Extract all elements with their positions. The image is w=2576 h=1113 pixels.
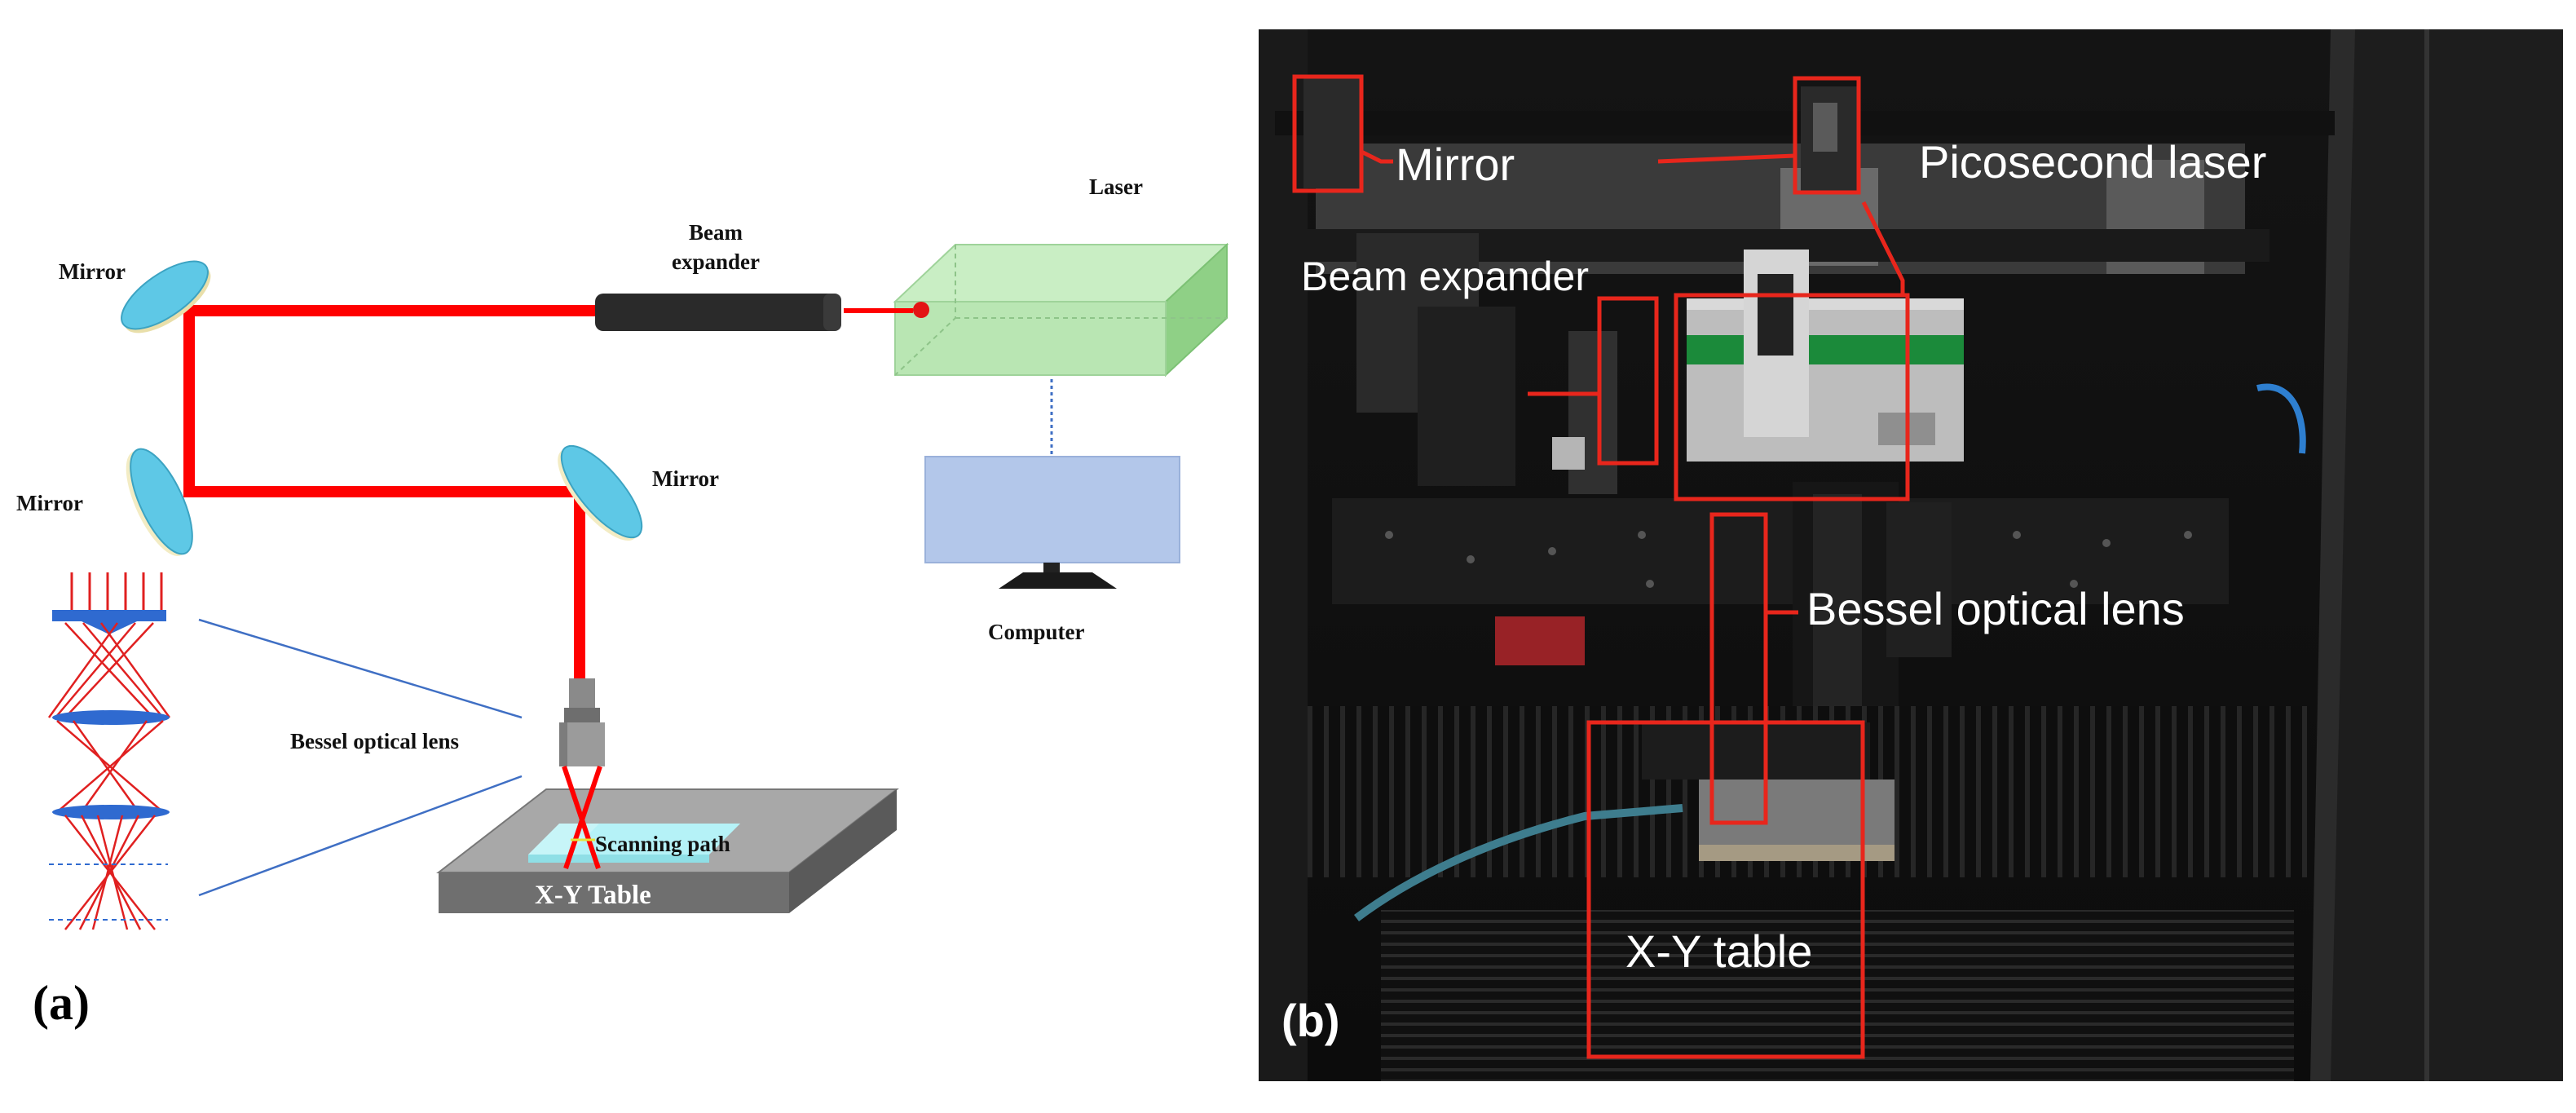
mirror-right — [558, 444, 643, 541]
panel-label-a: (a) — [33, 976, 90, 1030]
schematic-svg: Mirror Mirror Mirror Beam expander Laser… — [16, 174, 1229, 1030]
lens-disk-1 — [52, 710, 170, 725]
axicon-element — [52, 610, 166, 621]
laser-box — [893, 242, 1229, 378]
label-mirror-top-left: Mirror — [59, 259, 126, 284]
label-xy-table: X-Y Table — [535, 881, 651, 910]
panel-label-b: (b) — [1281, 995, 1340, 1046]
callout-box-mirror-left — [1292, 74, 1364, 193]
computer-icon — [924, 456, 1180, 589]
photo-label-xy-table: X-Y table — [1625, 925, 1812, 977]
photo-label-mirror: Mirror — [1396, 139, 1515, 190]
laser-beam-path — [183, 305, 913, 681]
callout-boxes — [1292, 74, 1910, 1059]
mirror-mount-left — [1303, 78, 1361, 188]
photo-panel: Mirror Picosecond laser Beam expander Be… — [1259, 29, 2563, 1081]
photo-label-bessel-lens: Bessel optical lens — [1806, 583, 2185, 634]
focused-beam — [562, 766, 602, 869]
callout-leaders — [1360, 149, 1905, 615]
label-mirror-right: Mirror — [652, 466, 719, 491]
mirror-top-left — [121, 260, 211, 333]
beam-expander — [595, 294, 841, 331]
blue-cable — [1354, 804, 1683, 922]
label-laser: Laser — [1089, 174, 1143, 199]
label-scanning-path: Scanning path — [595, 832, 730, 856]
callout-box-bessel-lens — [1709, 512, 1768, 825]
callout-box-picosecond-laser — [1674, 293, 1910, 501]
callout-box-mirror-right — [1793, 76, 1861, 195]
photo-svg: Mirror Picosecond laser Beam expander Be… — [1259, 29, 2563, 1081]
middle-plate — [1332, 498, 2229, 604]
label-computer: Computer — [988, 620, 1084, 644]
bellows-cover-lower — [1381, 910, 2294, 1081]
callout-box-xy-table — [1586, 720, 1865, 1059]
label-bessel-lens: Bessel optical lens — [290, 729, 459, 753]
beam-expander-unit — [1356, 233, 1617, 494]
mirror-mid-left — [126, 448, 193, 556]
photo-label-picosecond-laser: Picosecond laser — [1919, 136, 2266, 188]
label-beam-expander-line1: Beam — [689, 220, 743, 245]
laser-output-dot — [913, 302, 929, 318]
zoom-callout-lines — [198, 618, 523, 897]
photo-label-beam-expander: Beam expander — [1301, 254, 1589, 299]
callout-box-beam-expander — [1597, 296, 1659, 466]
schematic-panel: Mirror Mirror Mirror Beam expander Laser… — [0, 0, 1255, 1109]
xy-table — [436, 788, 899, 913]
cabinet-door — [2327, 29, 2563, 1081]
bessel-ray-diagram — [47, 572, 171, 930]
label-beam-expander-line2: expander — [672, 250, 760, 274]
lens-disk-2 — [52, 805, 170, 819]
bessel-lens-assembly — [559, 678, 605, 766]
picosecond-laser-unit — [1687, 298, 1964, 462]
label-mirror-mid-left: Mirror — [16, 491, 83, 515]
